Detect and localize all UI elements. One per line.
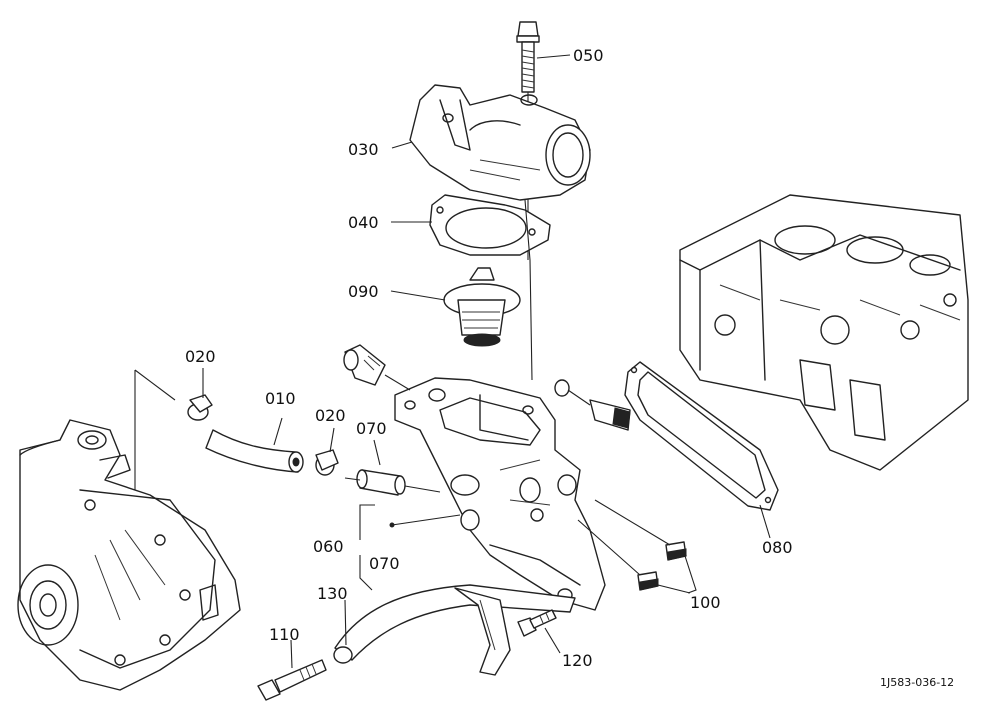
- part-label-040: 040: [348, 213, 379, 232]
- part-label-060: 060: [313, 537, 344, 556]
- part-label-080: 080: [762, 538, 793, 557]
- part-label-070-upper: 070: [356, 419, 387, 438]
- bolt-120: [517, 609, 557, 637]
- water-pump: [17, 369, 241, 691]
- thermostat-housing: [394, 377, 606, 611]
- part-label-030: 030: [348, 140, 379, 159]
- clamp-020-left: [187, 394, 213, 421]
- leader-lines: [202, 54, 771, 669]
- part-label-050: 050: [573, 46, 604, 65]
- part-label-010: 010: [265, 389, 296, 408]
- plugs-100: [577, 499, 687, 591]
- nipple-fitting: [343, 344, 411, 391]
- drawing-code: 1J583-036-12: [880, 676, 954, 689]
- clamp-020-right: [315, 449, 339, 476]
- part-label-070-lower: 070: [369, 554, 400, 573]
- part-label-020-left: 020: [185, 347, 216, 366]
- part-label-100: 100: [690, 593, 721, 612]
- part-label-120: 120: [562, 651, 593, 670]
- temperature-sensor: [554, 379, 631, 431]
- bolt-110: [257, 659, 327, 701]
- part-label-020-right: 020: [315, 406, 346, 425]
- pipe-070: [344, 469, 441, 496]
- hose-010: [205, 429, 304, 473]
- thermostat-cover-030: [409, 84, 591, 201]
- gasket-040: [429, 194, 551, 256]
- part-label-130: 130: [317, 584, 348, 603]
- hose-130: [333, 584, 576, 676]
- part-labels: 050 030 040 090 020 010 020 070 060 070 …: [185, 46, 954, 689]
- gasket-080: [624, 361, 779, 511]
- thermostat-090: [443, 267, 521, 347]
- cylinder-head: [679, 194, 969, 471]
- part-label-110: 110: [269, 625, 300, 644]
- part-label-090: 090: [348, 282, 379, 301]
